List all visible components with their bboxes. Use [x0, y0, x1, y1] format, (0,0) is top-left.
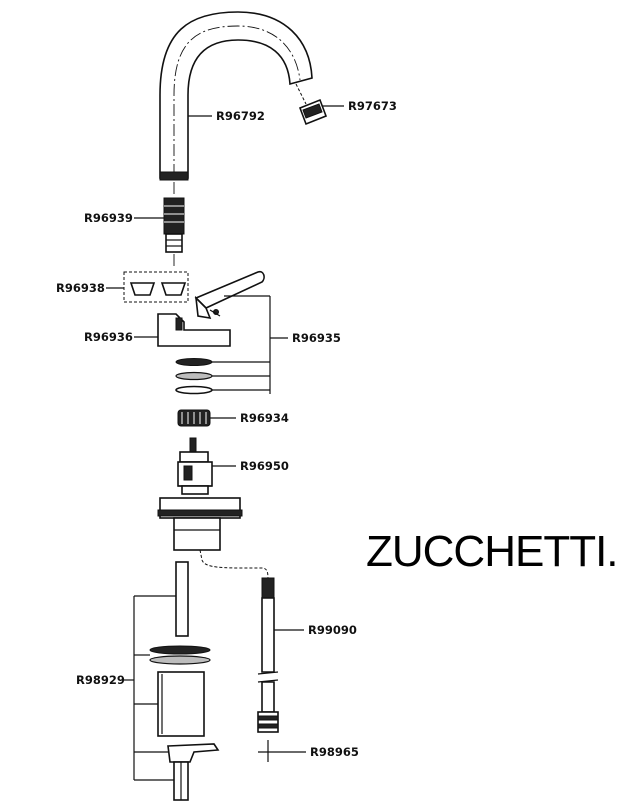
spout-drawing: [159, 11, 313, 181]
label-spout-adapter: R96939: [84, 211, 133, 225]
body-cap-drawing: [157, 313, 231, 347]
label-ring-set: R96938: [56, 281, 105, 295]
cartridge-drawing: [177, 437, 213, 495]
hose-connector-drawing: [258, 740, 278, 762]
label-hose-connector: R98965: [310, 745, 359, 759]
cartridge-nut-drawing: [177, 409, 211, 427]
brand-logo: ZUCCHETTI.: [366, 527, 618, 576]
label-spout: R96792: [216, 109, 265, 123]
leader-lines: [106, 105, 344, 781]
aerator-drawing: [295, 83, 328, 126]
label-flex-hose: R99090: [308, 623, 357, 637]
base-body-drawing: [157, 497, 243, 551]
ring-set-drawing: [123, 271, 189, 303]
label-handle-kit: R96935: [292, 331, 341, 345]
label-body-cap: R96936: [84, 330, 133, 344]
flex-hose-drawing: [257, 577, 279, 733]
label-cartridge-nut: R96934: [240, 411, 289, 425]
handle-drawing: [194, 270, 265, 320]
seals-drawing: [175, 358, 213, 395]
label-aerator: R97673: [348, 99, 397, 113]
label-fixing-kit: R98929: [76, 673, 125, 687]
label-cartridge: R96950: [240, 459, 289, 473]
spout-adapter-drawing: [163, 197, 185, 253]
fixing-kit-drawing: [149, 561, 220, 801]
